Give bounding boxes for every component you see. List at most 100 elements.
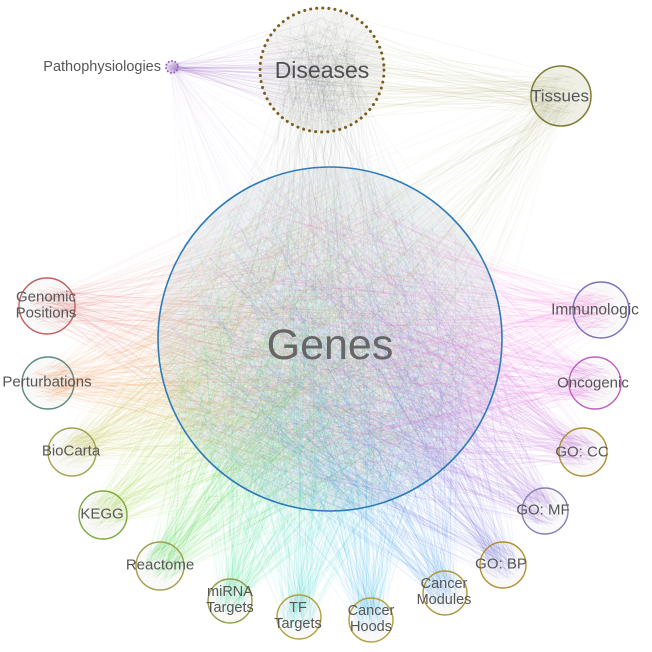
node-circle-oncogenic[interactable] [568,356,622,410]
node-label-line: Reactome [126,557,194,574]
node-label-kegg: KEGG [80,506,123,523]
node-label-line: BioCarta [42,443,101,460]
edge-fan-perturbations-genes [29,176,476,495]
node-label-immunologic: Immunologic [551,302,639,319]
edge-fan-diseases-diseases [266,10,381,128]
node-circle-kegg[interactable] [78,490,128,540]
node-fill-immunologic [573,282,629,338]
node-circle-tissues[interactable] [530,65,592,127]
node-label-line: KEGG [80,506,123,523]
node-label-line: Diseases [275,57,370,83]
node-fill-reactome [136,542,184,590]
node-fills-layer [19,8,629,642]
node-label-line: Hoods [350,619,392,635]
node-label-line: Tissues [531,87,589,106]
edge-fan-pathophysiologies-diseases [168,17,381,127]
node-label-line: GO: CC [555,444,609,461]
node-label-line: Genes [267,321,394,369]
node-label-line: Perturbations [2,374,91,391]
node-fill-oncogenic [569,357,621,409]
node-label-line: Cancer [348,603,395,619]
edge-fan-go-bp-genes [192,184,519,580]
node-circle-biocarta[interactable] [47,427,97,477]
node-label-tissues: Tissues [531,87,589,106]
edge-fan-tf-targets-genes [164,180,492,631]
node-circle-go-cc[interactable] [558,427,608,477]
node-label-line: Modules [417,592,472,608]
edge-fan-tissues-diseases [268,14,580,124]
edge-fan-tissues-genes [167,75,578,484]
node-circle-genes[interactable] [157,166,503,512]
node-fill-kegg [79,491,127,539]
node-label-line: Immunologic [551,302,639,319]
node-circle-pathophysiologies[interactable] [165,60,179,74]
node-circle-mirna-targets[interactable] [207,578,253,624]
node-label-line: Targets [206,600,254,616]
node-label-line: Genomic [16,288,77,305]
node-circle-go-mf[interactable] [521,487,569,535]
node-label-perturbations: Perturbations [2,374,91,391]
node-label-line: Positions [16,305,77,322]
node-circle-reactome[interactable] [135,541,185,591]
edge-fan-oncogenic-genes [170,178,614,499]
node-circle-cancer-hoods[interactable] [348,597,394,643]
node-fill-biocarta [48,428,96,476]
node-label-line: TF [289,600,307,616]
node-label-pathophysiologies: Pathophysiologies [43,59,161,75]
node-circle-diseases[interactable] [258,6,386,134]
node-label-line: Cancer [421,576,468,592]
node-rims-layer [18,6,630,643]
node-label-go-bp: GO: BP [475,556,527,573]
node-circle-genomic-positions[interactable] [18,277,76,335]
edge-fan-go-cc-genes [174,177,600,491]
node-label-line: GO: BP [475,556,527,573]
node-label-line: Targets [274,616,322,632]
node-label-go-cc: GO: CC [555,444,609,461]
edge-fan-reactome-genes [143,180,496,583]
node-circle-perturbations[interactable] [21,356,75,410]
edge-fan-kegg-genes [86,182,490,532]
node-label-line: Pathophysiologies [43,59,161,75]
node-circle-go-bp[interactable] [479,541,527,589]
node-fill-tissues [531,66,591,126]
edge-fan-pathophysiologies-genes [167,63,468,495]
node-label-genes: Genes [267,321,394,369]
node-fill-go-bp [480,542,526,588]
node-fill-diseases [260,8,384,132]
edge-fan-diseases-genes [175,26,487,494]
edge-fan-cancer-hoods-genes [172,186,476,635]
node-label-line: miRNA [207,584,253,600]
node-fill-cancer-hoods [349,598,393,642]
node-fill-go-mf [522,488,568,534]
node-fill-go-cc [559,428,607,476]
edge-fan-immunologic-genes [191,197,620,496]
node-circle-cancer-modules[interactable] [422,570,468,616]
edge-fan-biocarta-genes [55,177,477,495]
node-label-go-mf: GO: MF [516,502,569,519]
edge-fan-go-mf-genes [169,179,560,526]
edges-layer [27,10,620,635]
node-label-line: GO: MF [516,502,569,519]
node-circle-immunologic[interactable] [572,281,630,339]
node-fill-genomic-positions [19,278,75,334]
node-fill-cancer-modules [423,571,467,615]
node-fill-mirna-targets [208,579,252,623]
node-label-reactome: Reactome [126,557,194,574]
node-label-biocarta: BioCarta [42,443,101,460]
edge-fan-cancer-modules-genes [167,177,487,609]
node-fill-pathophysiologies [166,61,178,73]
node-label-diseases: Diseases [275,57,370,83]
edge-fan-genomic-positions-genes [27,176,485,497]
node-fill-tf-targets [277,595,321,639]
node-fill-genes [158,167,502,511]
labels-layer: Genes Diseases PathophysiologiesTissuesGen… [2,57,639,635]
node-label-line: Oncogenic [557,375,629,392]
node-circle-tf-targets[interactable] [276,594,322,640]
